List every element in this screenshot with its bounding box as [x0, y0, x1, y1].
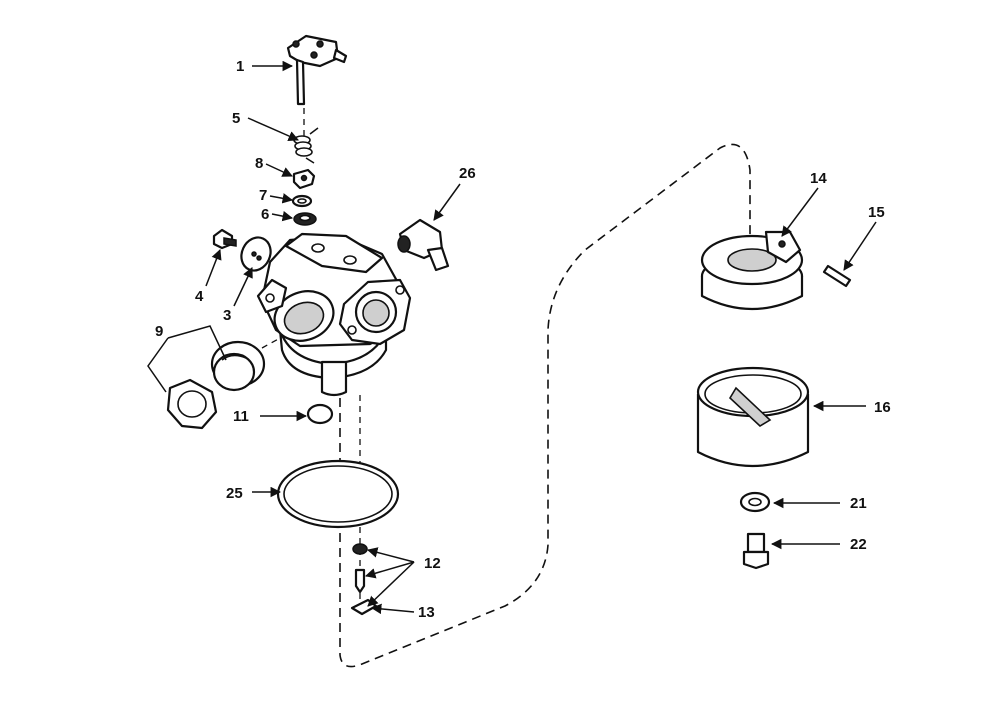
part-9-primer-bulb: [166, 340, 266, 430]
part-21-bowl-washer: [739, 491, 771, 513]
label-part-5: 5: [232, 110, 240, 127]
part-26-fuel-fitting: [397, 218, 450, 272]
label-part-12: 12: [424, 555, 441, 572]
label-part-21: 21: [850, 495, 867, 512]
part-25-o-ring: [276, 459, 400, 529]
label-part-1: 1: [236, 58, 244, 75]
leader-lines: [147, 60, 877, 615]
part-14-float: [700, 230, 804, 310]
label-part-7: 7: [259, 187, 267, 204]
fuel-path-dashed-line: [339, 143, 751, 668]
label-part-22: 22: [850, 536, 867, 553]
part-7-washer: [291, 194, 313, 208]
part-11-plug: [306, 403, 334, 425]
label-part-26: 26: [459, 165, 476, 182]
label-part-11: 11: [233, 408, 249, 425]
label-part-13: 13: [418, 604, 435, 621]
label-part-6: 6: [261, 206, 269, 223]
label-part-25: 25: [226, 485, 243, 502]
part-5-spring: [293, 127, 319, 164]
part-12-needle-seat: [352, 543, 368, 594]
part-22-bowl-nut: [742, 532, 770, 570]
part-1-throttle-shaft: [286, 34, 348, 106]
label-part-16: 16: [874, 399, 891, 416]
label-part-8: 8: [255, 155, 263, 172]
part-4-screw: [212, 228, 237, 250]
part-16-float-bowl: [696, 366, 810, 467]
cover-axis-dashed-line: [261, 336, 283, 349]
label-part-15: 15: [868, 204, 885, 221]
label-part-3: 3: [223, 307, 231, 324]
part-15-float-pin: [822, 264, 852, 288]
carburetor-body: [256, 232, 412, 397]
label-part-14: 14: [810, 170, 827, 187]
label-part-4: 4: [195, 288, 204, 305]
part-6-seal: [293, 212, 317, 226]
label-part-9: 9: [155, 323, 163, 340]
part-labels: 1 5 8 7 6 4 3 9 11 25 12 13 26 14 15 16 …: [155, 58, 891, 621]
part-8-bracket: [292, 168, 316, 190]
